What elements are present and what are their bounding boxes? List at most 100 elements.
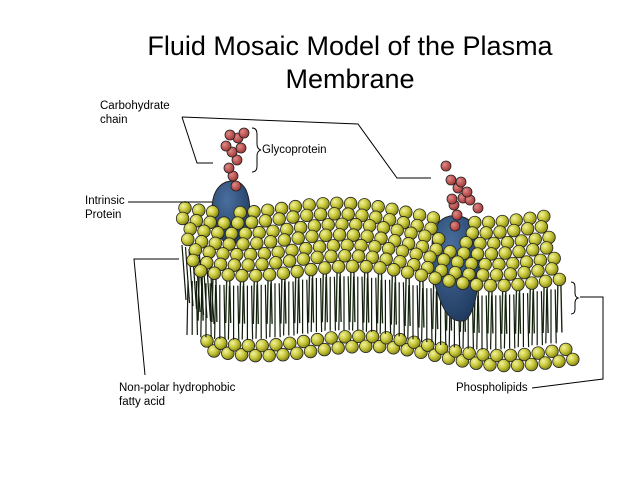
- fatty-acid-tail: [531, 291, 534, 346]
- phospholipid-head-lower: [276, 348, 290, 362]
- phospholipid-head-lower: [559, 342, 573, 357]
- phospholipid-head-lower: [227, 338, 242, 352]
- fatty-acid-tail: [264, 284, 267, 339]
- fatty-acid-tail: [186, 280, 189, 335]
- phospholipid-head: [534, 220, 549, 234]
- fatty-acid-tail: [307, 273, 311, 323]
- fatty-acid-tail: [477, 288, 480, 333]
- fatty-acid-tail: [294, 275, 297, 324]
- phospholipid-head: [520, 222, 535, 236]
- fatty-acid-tail: [306, 279, 309, 334]
- fatty-acid-tail: [296, 279, 299, 334]
- phospholipid-head: [400, 265, 415, 280]
- fatty-acid-tail: [517, 293, 520, 348]
- sugar-bead: [461, 186, 473, 198]
- fatty-acid-tail: [416, 285, 419, 340]
- phospholipid-head: [456, 276, 470, 290]
- phospholipid-head: [277, 233, 292, 247]
- glycoprotein-brace: [251, 127, 262, 173]
- sugar-bead: [231, 154, 243, 166]
- phospholipid-head-lower: [234, 348, 249, 362]
- fatty-acid-tail: [487, 289, 490, 334]
- fatty-acid-tail: [363, 270, 366, 323]
- fatty-acid-tail: [335, 270, 338, 323]
- phospholipid-head: [484, 247, 499, 261]
- carbohydrate-label-line1: Carbohydrate: [100, 100, 170, 112]
- fatty-acid-tail: [361, 276, 364, 331]
- phospholipid-head: [217, 216, 231, 230]
- fatty-acid-tail: [237, 285, 240, 340]
- fatty-acid-tail: [434, 290, 437, 345]
- phospholipid-head: [327, 207, 342, 221]
- phospholipid-head: [507, 223, 521, 238]
- fatty-acid-label-line2: fatty acid: [119, 396, 166, 408]
- phospholipid-head: [355, 208, 369, 223]
- fatty-acid-tails: [181, 244, 563, 350]
- fatty-acid-tail: [375, 277, 378, 332]
- phospholipid-head: [186, 253, 200, 268]
- sugar-bead: [224, 129, 236, 141]
- fatty-acid-tail: [514, 288, 518, 334]
- fatty-acid-tail: [209, 283, 212, 338]
- phospholipid-head-lower: [303, 344, 318, 359]
- fatty-acid-tail: [184, 246, 191, 304]
- phospholipid-head: [470, 247, 485, 261]
- phospholipid-head: [526, 243, 540, 257]
- phospholipid-head: [359, 259, 373, 274]
- phospholipid-head: [304, 262, 318, 277]
- fatty-acid-tail: [252, 279, 255, 324]
- fatty-acid-tail: [380, 271, 384, 324]
- phospholipid-head-lower: [331, 341, 345, 355]
- fatty-acid-tail: [485, 295, 488, 350]
- phospholipid-head: [360, 229, 374, 244]
- fatty-acid-tail: [347, 276, 350, 331]
- phospholipid-head-lower: [483, 358, 497, 372]
- phospholipid-head: [531, 264, 545, 278]
- sugar-bead: [451, 209, 463, 221]
- phospholipid-head: [296, 252, 311, 266]
- glycoprotein-label: Glycoprotein: [262, 144, 327, 156]
- phospholipid-head-lower: [290, 346, 304, 360]
- fatty-acid-tail: [404, 276, 407, 327]
- fatty-acid-tail: [503, 294, 506, 349]
- sugar-bead: [235, 142, 247, 154]
- phospholipid-head: [207, 266, 222, 280]
- phospholipid-head-lower: [462, 346, 476, 360]
- fatty-acid-label-line1: Non-polar hydrophobic: [119, 382, 236, 394]
- sugar-bead: [440, 160, 452, 172]
- phospholipid-head-lower: [241, 338, 256, 353]
- phospholipid-head: [331, 260, 346, 274]
- phospholipid-head: [324, 249, 338, 263]
- phospholipid-head-lower: [517, 347, 532, 362]
- phospholipid-head: [387, 263, 401, 277]
- fatty-acid-tail: [393, 282, 396, 337]
- phospholipid-head: [493, 225, 507, 239]
- phospholipid-head-lower: [255, 338, 269, 353]
- phospholipid-head-lower: [214, 336, 228, 350]
- phospholipid-head: [300, 208, 314, 223]
- fatty-acid-tail: [349, 270, 352, 323]
- phospholipid-head: [552, 272, 567, 287]
- phospholipid-head: [512, 244, 526, 259]
- phospholipid-head-lower: [269, 338, 283, 352]
- phospholipid-head-lower: [448, 344, 463, 358]
- sugar-bead: [445, 174, 457, 186]
- fatty-acid-tail: [402, 282, 405, 337]
- phospholipid-head: [489, 268, 504, 282]
- fatty-acid-tail: [266, 278, 269, 324]
- phospholipid-head: [175, 211, 190, 226]
- fatty-acid-tail: [513, 294, 516, 349]
- phospholipid-head: [341, 207, 355, 221]
- fatty-acid-tail: [545, 289, 548, 344]
- phospholipid-head-lower: [248, 348, 263, 363]
- fatty-acid-tail: [225, 278, 228, 324]
- carbohydrate-chain-label: Carbohydrate chain: [100, 99, 170, 127]
- phospholipid-head: [345, 259, 360, 273]
- phospholipid-head-lower: [345, 340, 359, 354]
- phospholipid-head-lower: [365, 329, 380, 344]
- fatty-acid-tail: [560, 283, 563, 333]
- phospholipid-head-lower: [310, 332, 325, 347]
- fatty-acid-tail: [352, 276, 355, 331]
- phospholipid-head-lower: [510, 358, 525, 373]
